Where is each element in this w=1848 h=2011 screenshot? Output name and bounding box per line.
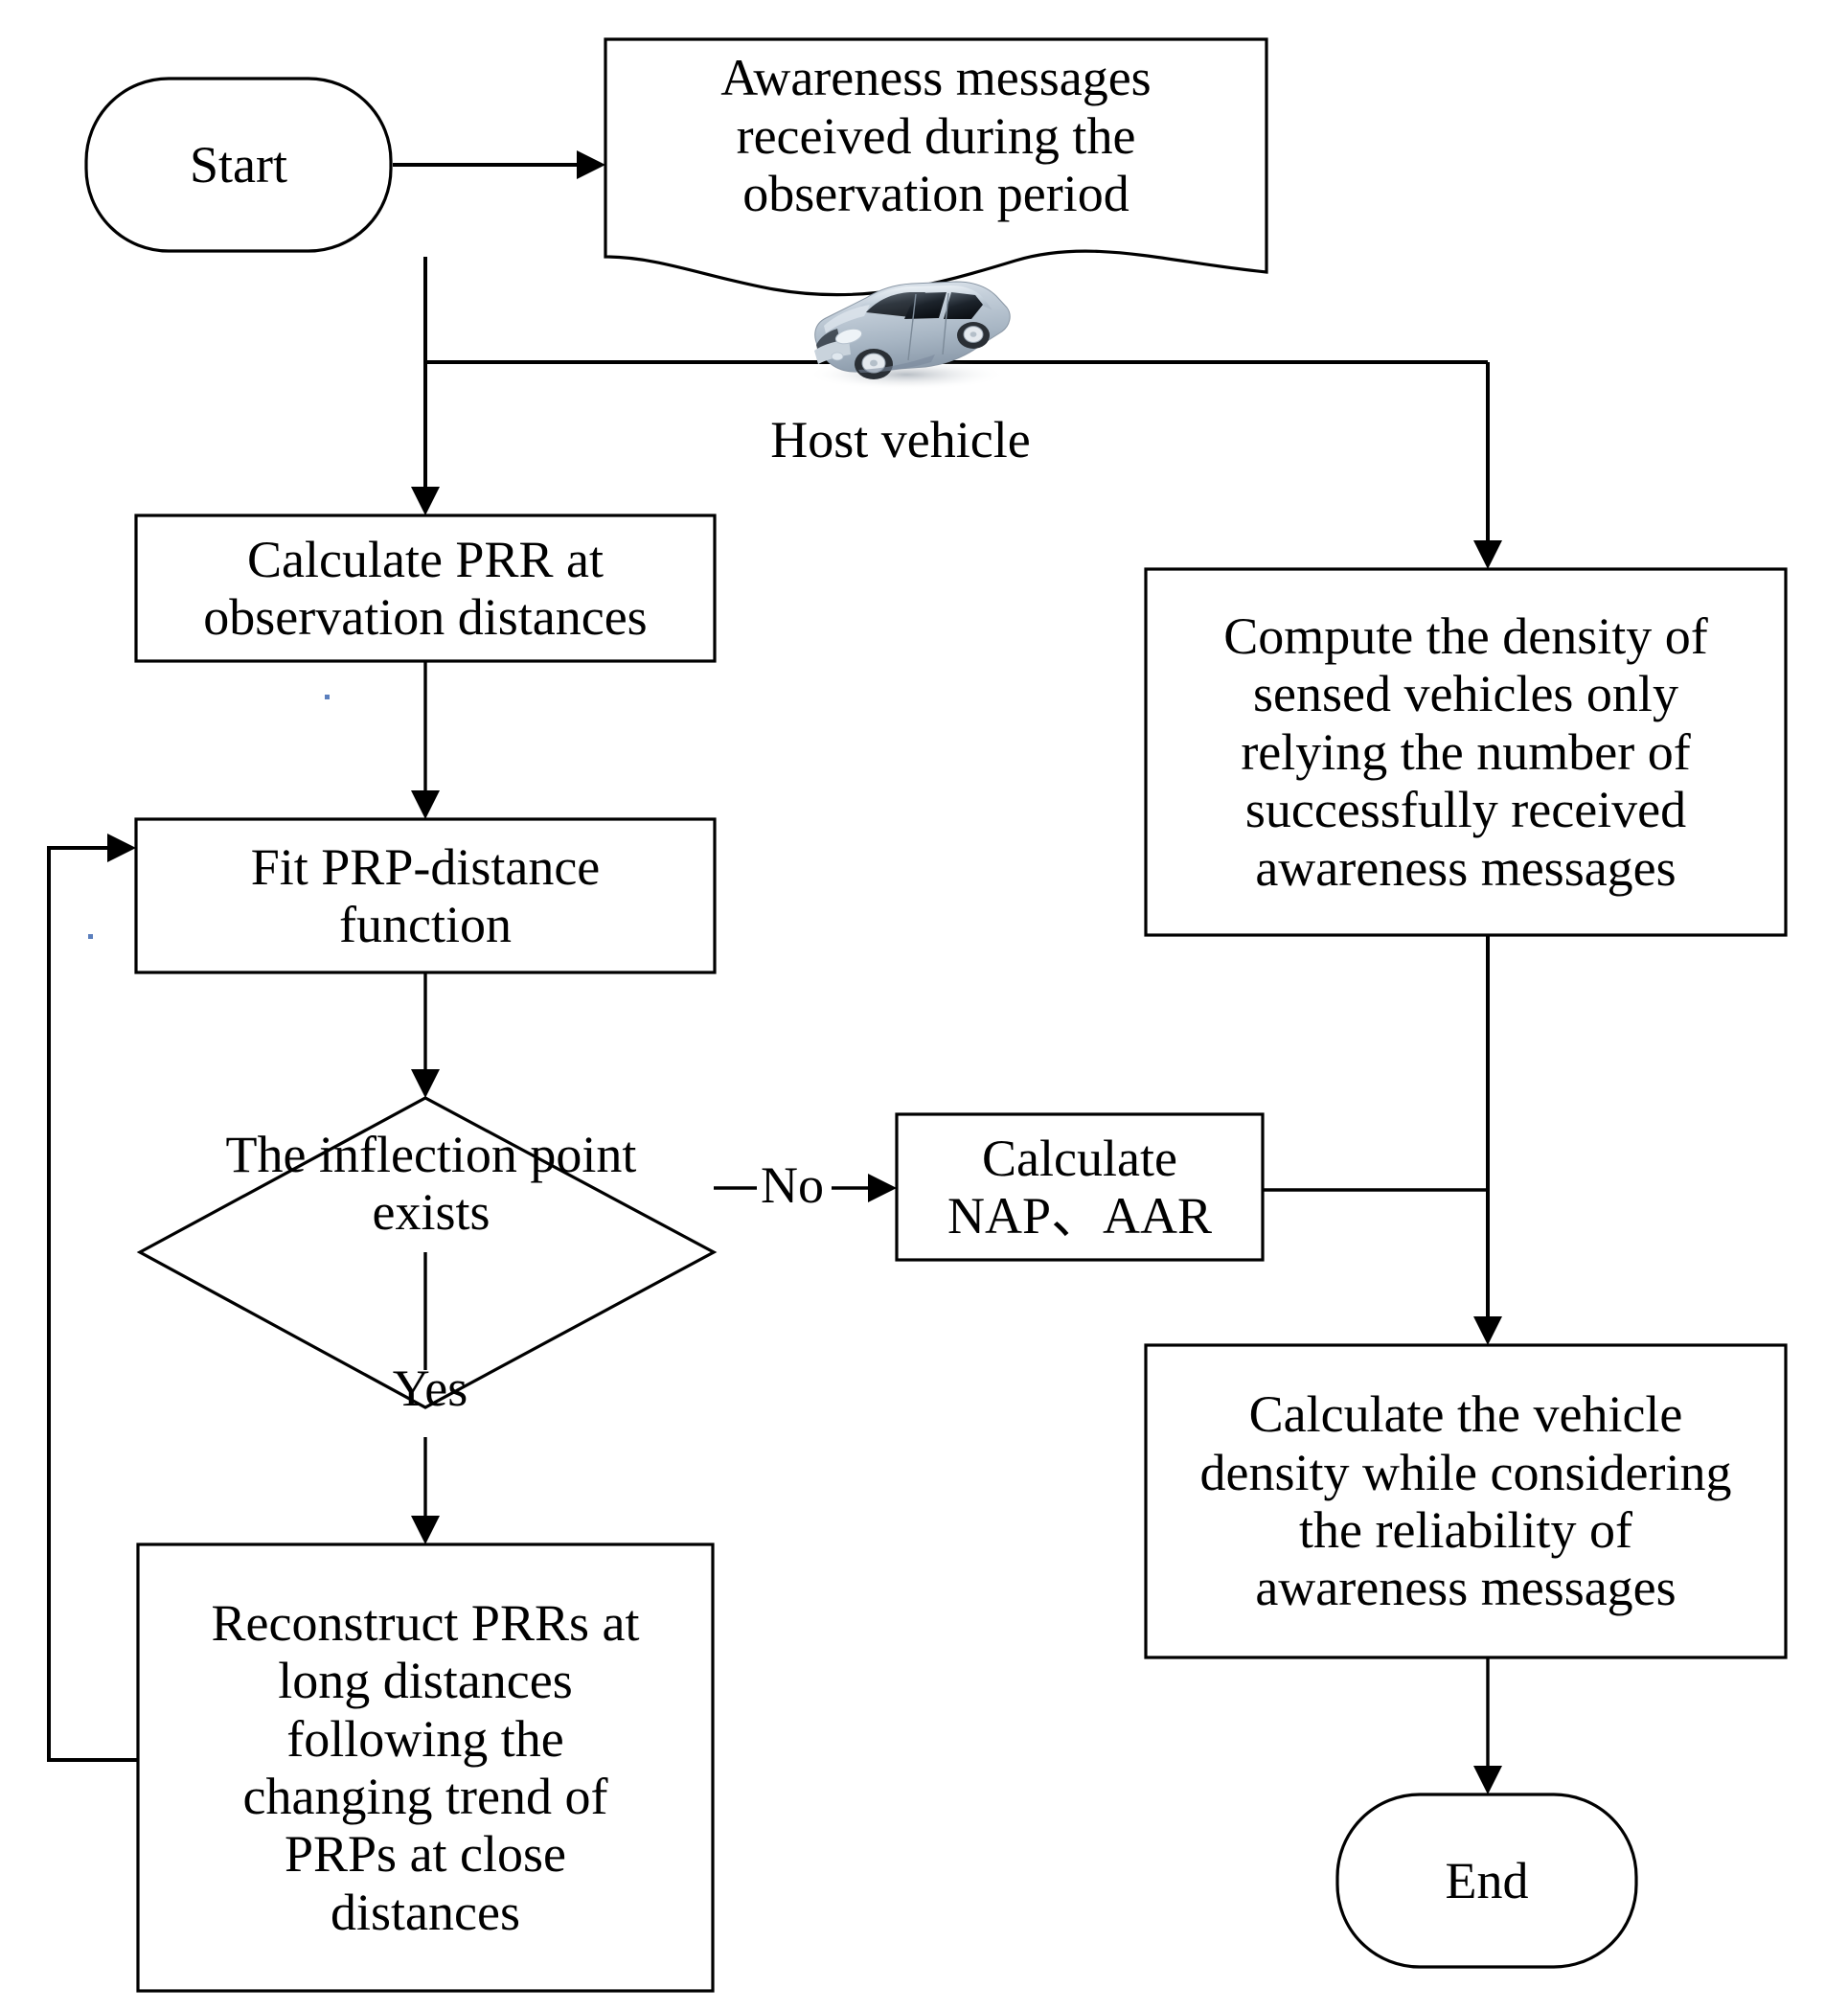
edge-calc-vehicle-density-to-end	[1473, 1657, 1502, 1794]
edge-inflection-yes-to-reconstruct	[411, 1252, 440, 1544]
node-awareness-doc-shape[interactable]	[604, 37, 1268, 297]
node-calc-prr-shape[interactable]	[134, 514, 717, 663]
node-compute-density-shape[interactable]	[1144, 567, 1788, 937]
edge-split-to-calc-prr	[411, 362, 440, 515]
node-reconstruct-shape[interactable]	[136, 1543, 715, 1993]
edge-compute-density-to-calc-vehicle-density	[1473, 935, 1502, 1345]
scan-artifact-dot	[325, 695, 330, 699]
node-calc-nap-aar-shape[interactable]	[895, 1112, 1265, 1262]
edge-fit-prp-to-inflection	[411, 972, 440, 1098]
edge-calc-prr-to-fit-prp	[411, 661, 440, 819]
edge-label-yes: Yes	[392, 1360, 468, 1417]
host-vehicle-label: Host vehicle	[770, 411, 1031, 468]
car-icon	[807, 281, 1011, 390]
edge-start-to-awareness	[393, 150, 605, 179]
scan-artifact-dot	[88, 934, 93, 939]
node-start-shape[interactable]	[84, 77, 393, 253]
edge-label-no: No	[761, 1156, 824, 1214]
node-calc-vehicle-density-shape[interactable]	[1144, 1343, 1788, 1659]
node-fit-prp-shape[interactable]	[134, 817, 717, 974]
edge-split-to-compute-density	[1473, 362, 1502, 569]
edge-inflection-no-to-calc-nap	[714, 1174, 897, 1202]
edge-reconstruct-feedback-to-fit-prp	[47, 834, 138, 1762]
node-end-shape[interactable]	[1335, 1793, 1638, 1969]
